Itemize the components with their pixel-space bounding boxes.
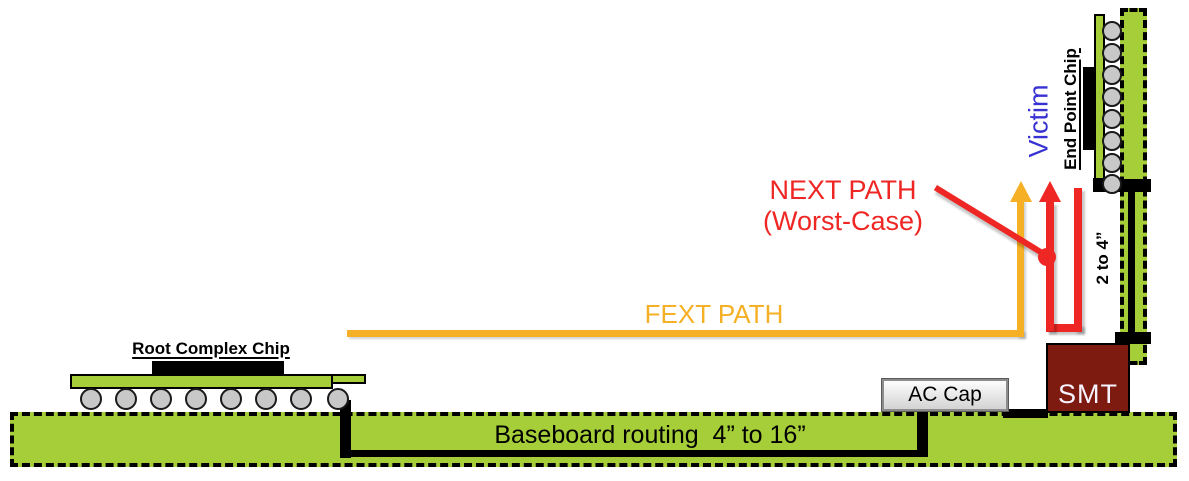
via-left (340, 400, 351, 458)
solder-ball (1102, 109, 1122, 129)
ac-cap-box: AC Cap (881, 378, 1009, 412)
next-path-label-line1: NEXT PATH (769, 175, 917, 205)
baseboard (10, 412, 1177, 467)
via-right (917, 412, 928, 457)
victim-label: Victim (1023, 84, 1054, 158)
fext-path-horizontal (347, 330, 1024, 337)
card-separator-bottom (1115, 332, 1151, 344)
solder-ball (220, 388, 242, 410)
end-point-die (1083, 67, 1095, 150)
solder-ball (327, 388, 349, 410)
solder-ball (1102, 174, 1122, 194)
solder-ball (1102, 131, 1122, 151)
solder-ball (115, 388, 137, 410)
fext-path-vertical (1017, 200, 1024, 337)
baseboard-trace (345, 450, 925, 457)
solder-ball (150, 388, 172, 410)
fext-arrowhead-icon (1010, 181, 1032, 202)
card-trace (1128, 192, 1135, 334)
solder-ball (1102, 65, 1122, 85)
solder-ball (185, 388, 207, 410)
root-complex-die (152, 361, 284, 375)
fext-path-label: FEXT PATH (644, 299, 784, 329)
baseboard-label: Baseboard routing 4” to 16” (494, 421, 806, 449)
solder-ball (1102, 43, 1122, 63)
solder-ball (255, 388, 277, 410)
card-separator-top (1115, 179, 1151, 192)
solder-ball (1102, 21, 1122, 41)
next-path-label-line2: (Worst-Case) (762, 206, 924, 236)
end-point-chip-label: End Point Chip (1061, 48, 1080, 170)
board-connector-segment (1003, 409, 1048, 418)
next-path-bottom (1046, 324, 1082, 332)
smt-connector: SMT (1046, 343, 1130, 413)
next-path-label: NEXT PATH (Worst-Case) (763, 175, 923, 237)
root-complex-chip-label: Root Complex Chip (132, 339, 290, 358)
solder-ball (1102, 153, 1122, 173)
solder-ball (290, 388, 312, 410)
solder-ball (80, 388, 102, 410)
next-path-right-leg (1074, 188, 1082, 331)
root-complex-package (70, 374, 333, 389)
solder-ball (1102, 87, 1122, 107)
ac-cap-label: AC Cap (908, 383, 982, 406)
card-routing-label: 2 to 4” (1093, 231, 1112, 285)
next-annotation-dot (1038, 248, 1056, 266)
next-arrowhead-icon (1039, 181, 1061, 202)
smt-label: SMT (1058, 379, 1118, 409)
next-path-left-leg (1046, 202, 1054, 331)
